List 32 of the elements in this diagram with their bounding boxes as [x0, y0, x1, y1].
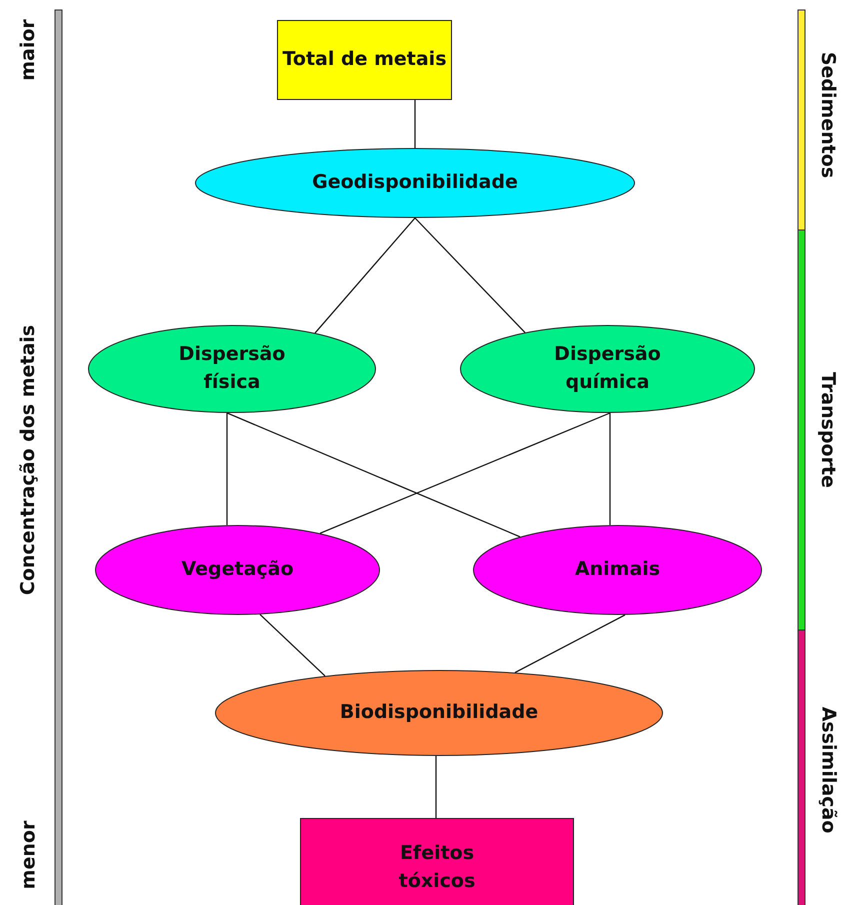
stage-label: Sedimentos [817, 52, 840, 178]
connector-line [226, 412, 520, 538]
node-label: Dispersão química [553, 342, 662, 395]
process-ellipse [88, 325, 376, 413]
process-box [300, 818, 574, 905]
process-ellipse [95, 525, 380, 615]
connector-line [320, 412, 610, 534]
process-ellipse [473, 525, 762, 615]
connector-line [414, 100, 416, 148]
node-label: Dispersão física [178, 342, 286, 395]
connector-line [226, 412, 228, 526]
process-ellipse [460, 325, 755, 413]
axis-label: Concentração dos metais [17, 324, 40, 596]
node-label: Animais [574, 557, 660, 582]
stage-label: Assimilação [816, 706, 839, 834]
process-box [277, 20, 452, 100]
node-label: Biodisponibilidade [340, 700, 538, 726]
connector-line [414, 218, 526, 333]
process-ellipse [215, 670, 663, 756]
connector-line [314, 218, 416, 334]
node-label: Geodisponibilidade [312, 170, 518, 196]
node-label: Vegetação [181, 557, 294, 582]
connector-line [514, 614, 626, 674]
stage-label: Transporte [816, 372, 839, 488]
axis-label: maior [16, 19, 39, 81]
connector-line [435, 756, 437, 818]
node-label: Total de metais [282, 47, 447, 72]
connector-line [609, 413, 611, 526]
connector-line [260, 614, 326, 676]
node-label: Efeitos tóxicos [398, 841, 476, 894]
process-ellipse [195, 148, 635, 218]
axis-label: menor [16, 820, 39, 890]
